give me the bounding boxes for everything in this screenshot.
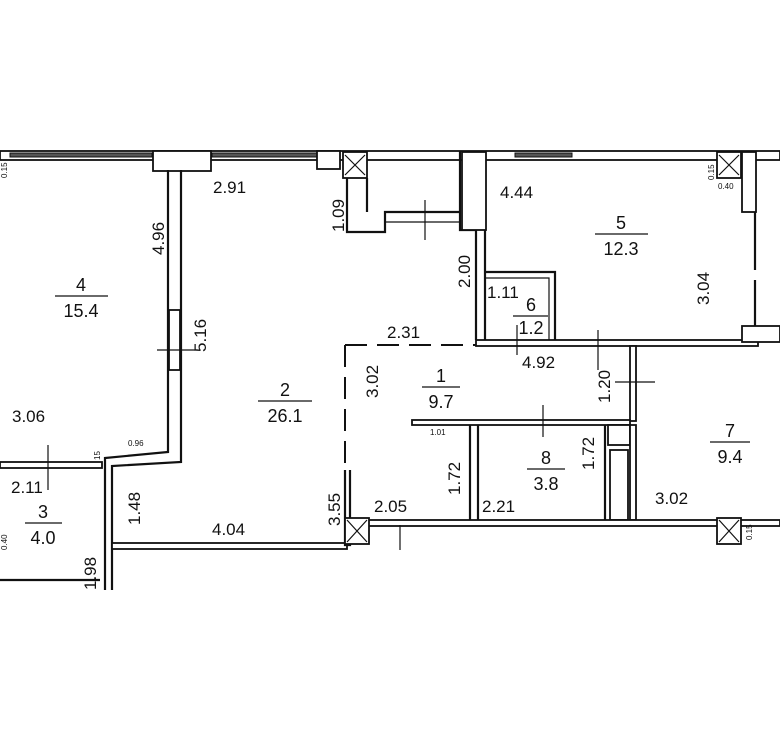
- room-number: 4: [76, 275, 86, 295]
- dimension: 3.02: [363, 365, 382, 398]
- room-6: 6 1.2: [518, 295, 543, 338]
- room-number: 2: [280, 380, 290, 400]
- room-number: 7: [725, 421, 735, 441]
- room-number: 8: [541, 448, 551, 468]
- room-number: 6: [526, 295, 536, 315]
- room-area: 26.1: [267, 406, 302, 426]
- dimension: 4.96: [149, 222, 168, 255]
- dimension: 2.05: [374, 497, 407, 516]
- room-3: 3 4.0: [30, 502, 55, 548]
- dimension: 0.40: [0, 534, 9, 550]
- dimension: 4.44: [500, 183, 533, 202]
- room-2: 2 26.1: [267, 380, 302, 426]
- room-area: 9.4: [717, 447, 742, 467]
- dimension: 0.15: [707, 164, 716, 180]
- dimension: 0.96: [128, 439, 144, 448]
- dimension: 2.00: [455, 255, 474, 288]
- dimension: 5.16: [191, 319, 210, 352]
- dimension: 15: [93, 451, 102, 460]
- dimension: 1.98: [81, 557, 100, 590]
- dimension: 1.48: [125, 492, 144, 525]
- room-area: 15.4: [63, 301, 98, 321]
- dimension: 0.40: [718, 182, 734, 191]
- dimension: 2.91: [213, 178, 246, 197]
- dimension: 0.15: [0, 162, 9, 178]
- dimension-labels: 2.91 1.09 4.96 5.16 3.06 0.96 15 2.11 1.…: [0, 162, 754, 590]
- dimension: 1.72: [445, 462, 464, 495]
- dimension: 1.09: [329, 199, 348, 232]
- room-area: 3.8: [533, 474, 558, 494]
- dimension: 2.21: [482, 497, 515, 516]
- dimension: 3.55: [325, 493, 344, 526]
- dimension: 0.15: [745, 524, 754, 540]
- room-number: 5: [616, 213, 626, 233]
- dimension: 2.11: [11, 478, 43, 497]
- dimension: 3.06: [12, 407, 45, 426]
- walls: [0, 150, 780, 590]
- room-4: 4 15.4: [63, 275, 98, 321]
- room-1: 1 9.7: [428, 366, 453, 412]
- dimension: 2.31: [387, 323, 420, 342]
- dimension: 1.11: [487, 283, 519, 302]
- dimension: 3.04: [694, 272, 713, 305]
- room-number: 1: [436, 366, 446, 386]
- dimension: 1.72: [579, 437, 598, 470]
- room-area: 4.0: [30, 528, 55, 548]
- dimension: 1.01: [430, 428, 446, 437]
- room-area: 1.2: [518, 318, 543, 338]
- room-5: 5 12.3: [603, 213, 638, 259]
- dimension: 4.04: [212, 520, 245, 539]
- room-area: 9.7: [428, 392, 453, 412]
- room-8: 8 3.8: [533, 448, 558, 494]
- room-7: 7 9.4: [717, 421, 742, 467]
- dimension: 1.20: [595, 370, 614, 403]
- room-area: 12.3: [603, 239, 638, 259]
- dimension: 3.02: [655, 489, 688, 508]
- dimension: 4.92: [522, 353, 555, 372]
- room-number: 3: [38, 502, 48, 522]
